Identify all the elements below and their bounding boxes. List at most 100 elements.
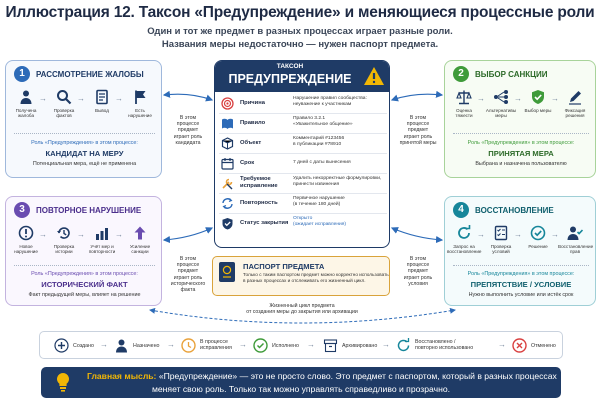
step: Проверка условий xyxy=(484,225,518,255)
step-label: Есть нарушение xyxy=(128,108,152,119)
step: Новое нарушение xyxy=(9,225,43,255)
row-value: Правило 3.2.1«Уважительное общение» xyxy=(293,116,353,127)
step-arrow-icon: → xyxy=(77,230,85,239)
banner-label: Главная мысль: xyxy=(87,371,157,381)
step: Фиксация решения xyxy=(558,89,592,119)
alert-icon xyxy=(18,225,34,241)
role-label: Роль «Предупреждения» в этом процессе: xyxy=(31,271,138,277)
refresh-icon xyxy=(397,338,410,352)
legend-arrow-icon: → xyxy=(498,340,506,349)
lifecycle-arc xyxy=(149,307,456,324)
step-label: Фиксация решения xyxy=(564,108,586,119)
row-value: Открыто(ожидает исправления) xyxy=(293,216,347,227)
step-arrow-icon: → xyxy=(477,94,485,103)
card-heading: ВОССТАНОВЛЕНИЕ xyxy=(475,206,554,215)
passport-icon xyxy=(219,262,235,282)
card-repeat-violation: 3 ПОВТОРНОЕ НАРУШЕНИЕ Новое нарушение → … xyxy=(5,196,162,306)
lightbulb-icon xyxy=(57,373,69,392)
up-arrow-icon xyxy=(134,226,146,240)
check-icon xyxy=(253,338,268,353)
checklist-icon xyxy=(494,225,508,241)
step-arrow-icon: → xyxy=(477,230,485,239)
row-key: Объект xyxy=(240,140,262,146)
card-number: 2 xyxy=(453,66,469,82)
role-note: Выбрана и назначена пользователю xyxy=(475,161,567,167)
passport-row: Статус закрытия Открыто(ожидает исправле… xyxy=(219,214,387,234)
plus-icon xyxy=(54,338,69,353)
row-value: Первичное нарушение(в течение 180 дней) xyxy=(293,196,345,207)
passport-box: ПАСПОРТ ПРЕДМЕТА Только с таким паспорто… xyxy=(212,256,390,296)
taxon-card: ТАКСОН ПРЕДУПРЕЖДЕНИЕ Причина Нарушение … xyxy=(214,60,390,248)
step-arrow-icon: → xyxy=(115,230,123,239)
legend-label: Исполнено xyxy=(272,343,299,349)
arrow-card2 xyxy=(390,90,444,102)
step-arrow-icon: → xyxy=(551,230,559,239)
taxon-header: ТАКСОН ПРЕДУПРЕЖДЕНИЕ xyxy=(215,61,389,92)
card-heading: РАССМОТРЕНИЕ ЖАЛОБЫ xyxy=(36,70,144,79)
document-icon xyxy=(96,89,108,105)
role-note: Нужно выполнить условие или истёк срок xyxy=(468,292,574,298)
step: Решение xyxy=(521,225,555,249)
row-key: Причина xyxy=(240,100,265,106)
row-value: Удалить некорректные формулировки,принес… xyxy=(293,176,382,187)
chart-icon xyxy=(96,228,108,240)
card-heading: ПОВТОРНОЕ НАРУШЕНИЕ xyxy=(36,206,142,215)
subtitle-line-1: Один и тот же предмет в разных процессах… xyxy=(147,26,453,37)
step-arrow-icon: → xyxy=(514,94,522,103)
card-number: 3 xyxy=(14,202,30,218)
tools-icon xyxy=(222,178,233,190)
step-label: Восстановление прав xyxy=(558,244,594,255)
step-label: Проверка фактов xyxy=(53,108,75,119)
cancel-icon xyxy=(512,338,527,353)
alternatives-icon xyxy=(494,90,508,104)
warning-icon xyxy=(364,67,384,85)
role-label: Роль «Предупреждения» в этом процессе: xyxy=(467,271,575,277)
arrow-card4 xyxy=(390,227,444,244)
step-label: Запрос на восстановление xyxy=(447,244,482,255)
card-heading: ВЫБОР САНКЦИИ xyxy=(475,70,548,79)
role-label: Роль «Предупреждения» в этом процессе: xyxy=(467,140,575,146)
legend-arrow-icon: → xyxy=(239,340,247,349)
target-icon xyxy=(221,97,234,110)
card-complaint-review: 1 РАССМОТРЕНИЕ ЖАЛОБЫ Получена жалоба → … xyxy=(5,60,162,178)
legend-label: Отменено xyxy=(531,343,556,349)
calendar-icon xyxy=(221,158,234,170)
role-label: Роль «Предупреждения» в этом процессе: xyxy=(31,140,138,146)
row-value: Нарушение правил сообщества:неуважение к… xyxy=(293,96,367,107)
flag-icon xyxy=(135,90,146,104)
scales-icon xyxy=(456,90,472,105)
legend-label: Архивировано xyxy=(342,343,378,349)
passport-text: Только с таким паспортом предмет можно к… xyxy=(243,272,389,283)
step: Проверка фактов xyxy=(47,89,81,119)
step: Альтернативы меры xyxy=(484,89,518,119)
legend-label: Создано xyxy=(73,343,94,349)
step: Оценка тяжести xyxy=(447,89,481,119)
step: Проверка истории xyxy=(47,225,81,255)
legend-arrow-icon: → xyxy=(307,340,315,349)
person-icon xyxy=(116,339,127,353)
step-arrow-icon: → xyxy=(514,230,522,239)
step: Учёт мер и повторности xyxy=(85,225,119,255)
legend-arrow-icon: → xyxy=(382,340,390,349)
passport-heading: ПАСПОРТ ПРЕДМЕТА xyxy=(243,262,325,271)
card-number: 4 xyxy=(453,202,469,218)
passport-row: Срок 7 дней с даты вынесения xyxy=(219,154,387,174)
step-arrow-icon: → xyxy=(115,94,123,103)
book-icon xyxy=(222,118,233,129)
role-note: Факт предыдущей меры, влияет на решение xyxy=(28,292,141,298)
step-label: Альтернативы меры xyxy=(485,108,517,119)
person-check-icon xyxy=(567,226,583,240)
archive-icon xyxy=(323,339,338,353)
page-title: Иллюстрация 12. Таксон «Предупреждение» … xyxy=(5,4,595,21)
shield-icon xyxy=(222,218,233,230)
taxon-label: ТАКСОН xyxy=(276,63,304,70)
passport-row: Причина Нарушение правил сообщества:неув… xyxy=(219,94,387,114)
taxon-name: ПРЕДУПРЕЖДЕНИЕ xyxy=(228,72,352,86)
